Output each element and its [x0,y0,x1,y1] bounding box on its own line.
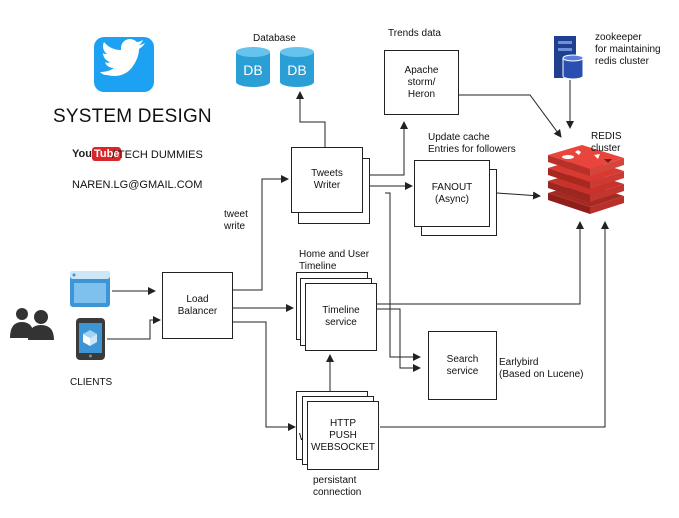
arrow-tweets-writer-to-search [385,192,421,361]
youtube-logo-you: You [72,148,92,160]
users-icon [10,308,54,340]
arrow-fanout-to-redis [496,191,541,200]
arrow-mobile-to-lb [107,316,161,340]
arrow-http-to-redis [380,221,609,428]
database-icon: DB [236,47,270,87]
arrow-storm-to-redis [459,94,562,138]
tweets-writer-node: Tweets Writer [291,147,363,213]
search-service-node: Search service [428,331,497,400]
fanout-label: FANOUT (Async) [431,181,473,205]
arrow-timeline-to-search [358,308,421,372]
db-label: DB [243,62,262,78]
twitter-logo-icon [94,37,154,92]
load-balancer-node: Load Balancer [162,272,233,339]
mobile-client-icon [76,318,105,360]
apache-storm-label: Apache storm/ Heron [404,64,439,100]
youtube-logo-tube: Tube [91,147,122,161]
arrow-lb-to-tweets-writer [233,175,289,291]
trends-data-label: Trends data [388,28,441,39]
http-push-label: HTTP PUSH WEBSOCKET [311,417,375,453]
tweet-write-label: tweet write [224,209,248,232]
arrow-tweets-writer-to-storm [370,121,408,176]
timeline-service-node: Timeline service [305,283,377,351]
db-label: DB [287,62,306,78]
persistent-connection-label: persistant connection [313,475,362,498]
arrow-tweets-writer-to-db [296,91,326,148]
update-cache-label: Update cache Entries for followers [428,132,516,155]
fanout-node: FANOUT (Async) [414,160,490,227]
earlybird-label: Earlybird (Based on Lucene) [499,357,584,380]
browser-client-icon [70,271,110,307]
http-push-node: HTTP PUSH WEBSOCKET [307,401,379,470]
redis-icon [548,145,624,214]
channel-name: / TECH DUMMIES [112,149,203,161]
connector-lines [107,80,609,431]
page-title: SYSTEM DESIGN [53,106,212,127]
database-icon: DB [280,47,314,87]
arrow-timeline-to-redis [375,221,584,305]
email: NAREN.LG@GMAIL.COM [72,179,203,191]
timeline-service-label: Timeline service [322,305,360,328]
redis-label: REDIS cluster [591,131,622,154]
zookeeper-label: zookeeper for maintaining redis cluster [595,32,661,67]
search-service-label: Search service [446,353,479,377]
arrow-lb-to-http [233,321,296,431]
apache-storm-node: Apache storm/ Heron [384,50,459,115]
tweets-writer-label: Tweets Writer [311,168,343,191]
clients-label: CLIENTS [70,377,113,388]
zookeeper-server-icon [554,36,584,80]
home-user-timeline-label: Home and User Timeline [299,249,370,272]
load-balancer-label: Load Balancer [177,293,218,317]
database-label: Database [253,33,296,44]
